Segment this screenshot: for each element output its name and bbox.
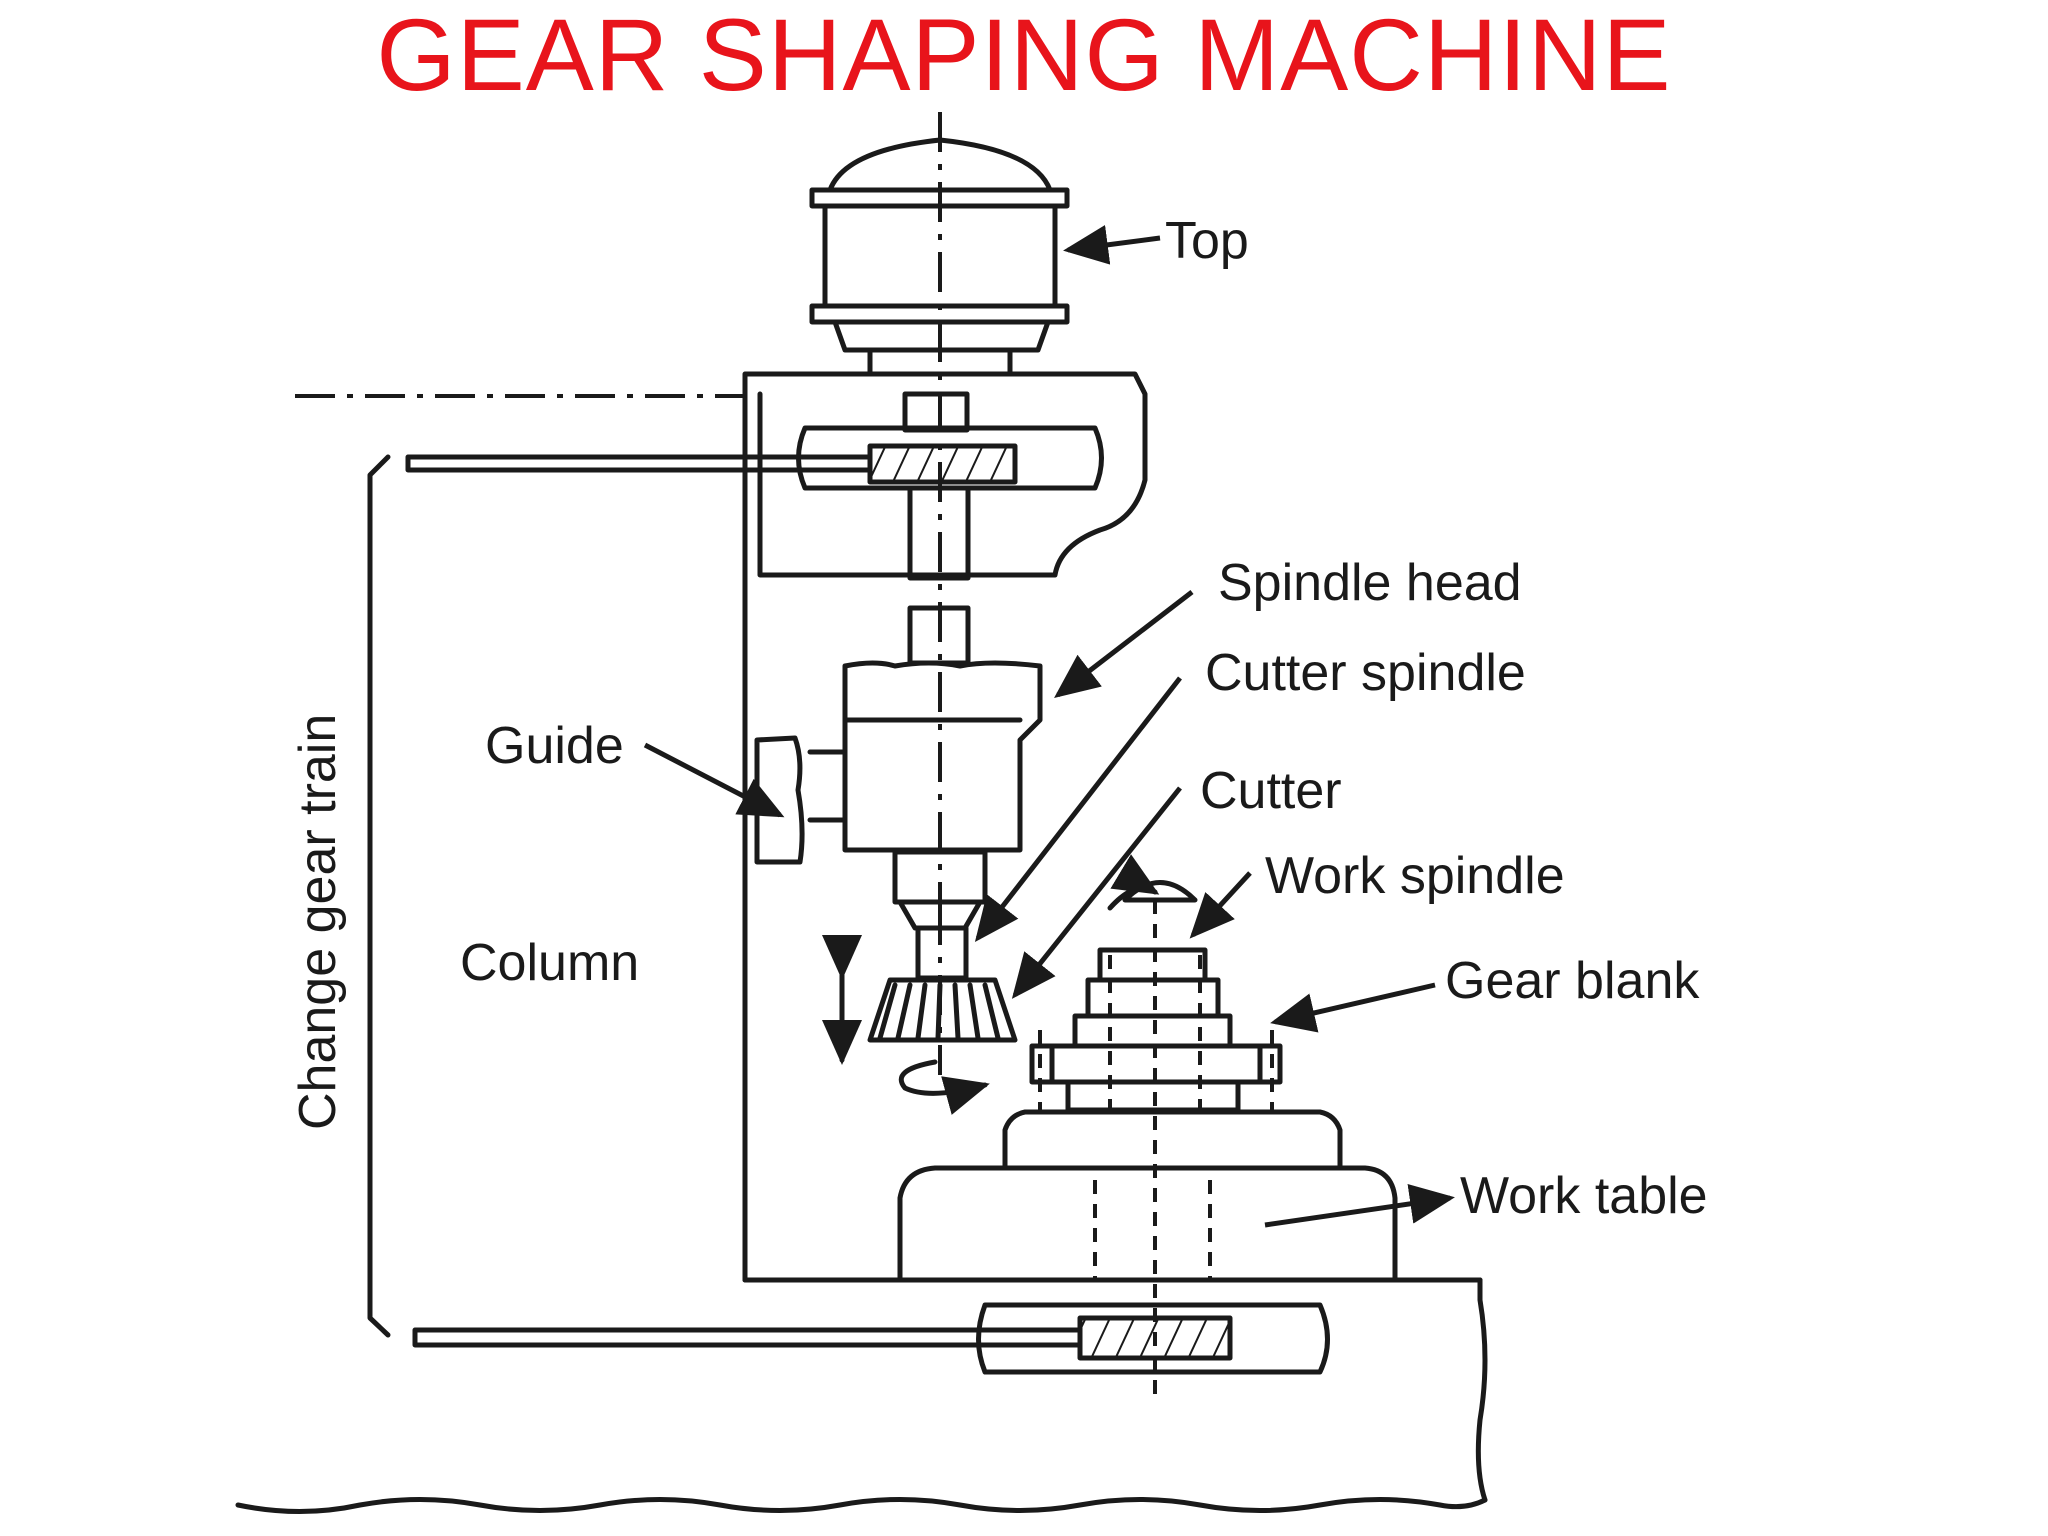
axis-lines (295, 112, 942, 1075)
label-top: Top (1165, 212, 1249, 270)
change-gear-train-linkage (367, 454, 1083, 1348)
spindle-head (807, 605, 1043, 853)
label-work-spindle: Work spindle (1265, 847, 1565, 905)
page-title: GEAR SHAPING MACHINE (376, 0, 1672, 112)
leader-arrows (643, 224, 1455, 1228)
cutter-rotation-arrow-icon (898, 1059, 990, 1115)
guide (754, 735, 805, 865)
upper-head (742, 371, 1148, 581)
label-work-table: Work table (1460, 1167, 1708, 1225)
work-spindle (1072, 854, 1233, 1049)
work-table (897, 1165, 1398, 1283)
label-gear-blank: Gear blank (1445, 952, 1700, 1010)
hidden-lines (1038, 900, 1274, 1400)
label-guide: Guide (485, 717, 624, 775)
label-column: Column (460, 934, 639, 992)
label-spindle-head: Spindle head (1218, 554, 1522, 612)
cutter (867, 977, 1018, 1043)
machine-base (235, 1277, 1488, 1514)
label-change-gear-train: Change gear train (289, 714, 347, 1130)
label-cutter-spindle: Cutter spindle (1205, 644, 1526, 702)
table-riser (1002, 1109, 1343, 1171)
label-cutter: Cutter (1200, 762, 1342, 820)
